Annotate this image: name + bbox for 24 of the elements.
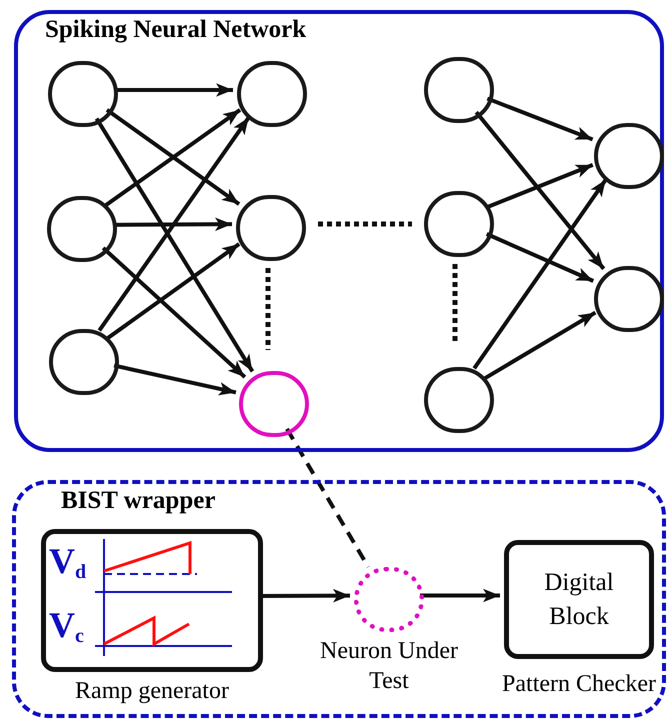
network-panel	[14, 10, 664, 452]
panel-title: Spiking Neural Network	[45, 15, 306, 45]
component-caption: Pattern Checker	[501, 670, 657, 699]
ramp-generator-box	[41, 529, 263, 672]
arrow	[484, 310, 596, 380]
arrow	[486, 96, 594, 142]
component-caption: Ramp generator	[74, 677, 230, 706]
panel-title: BIST wrapper	[61, 486, 216, 516]
arrow	[486, 232, 594, 283]
arrow	[98, 116, 250, 332]
arrow	[94, 117, 254, 373]
digital-block-box: Digital Block	[504, 540, 654, 659]
arrow	[106, 242, 240, 340]
voltage-label: V$_{d}$	[49, 542, 86, 580]
arrow	[486, 163, 594, 209]
arrow	[102, 246, 246, 379]
component-caption: Neuron Under Test	[319, 637, 459, 696]
dashed-connector	[285, 428, 370, 568]
voltage-label: V$_{c}$	[49, 606, 84, 644]
arrow	[474, 110, 606, 270]
wrapper-panel	[12, 480, 666, 718]
arrow	[472, 178, 608, 370]
arrow	[420, 588, 500, 602]
arrow	[114, 364, 236, 396]
